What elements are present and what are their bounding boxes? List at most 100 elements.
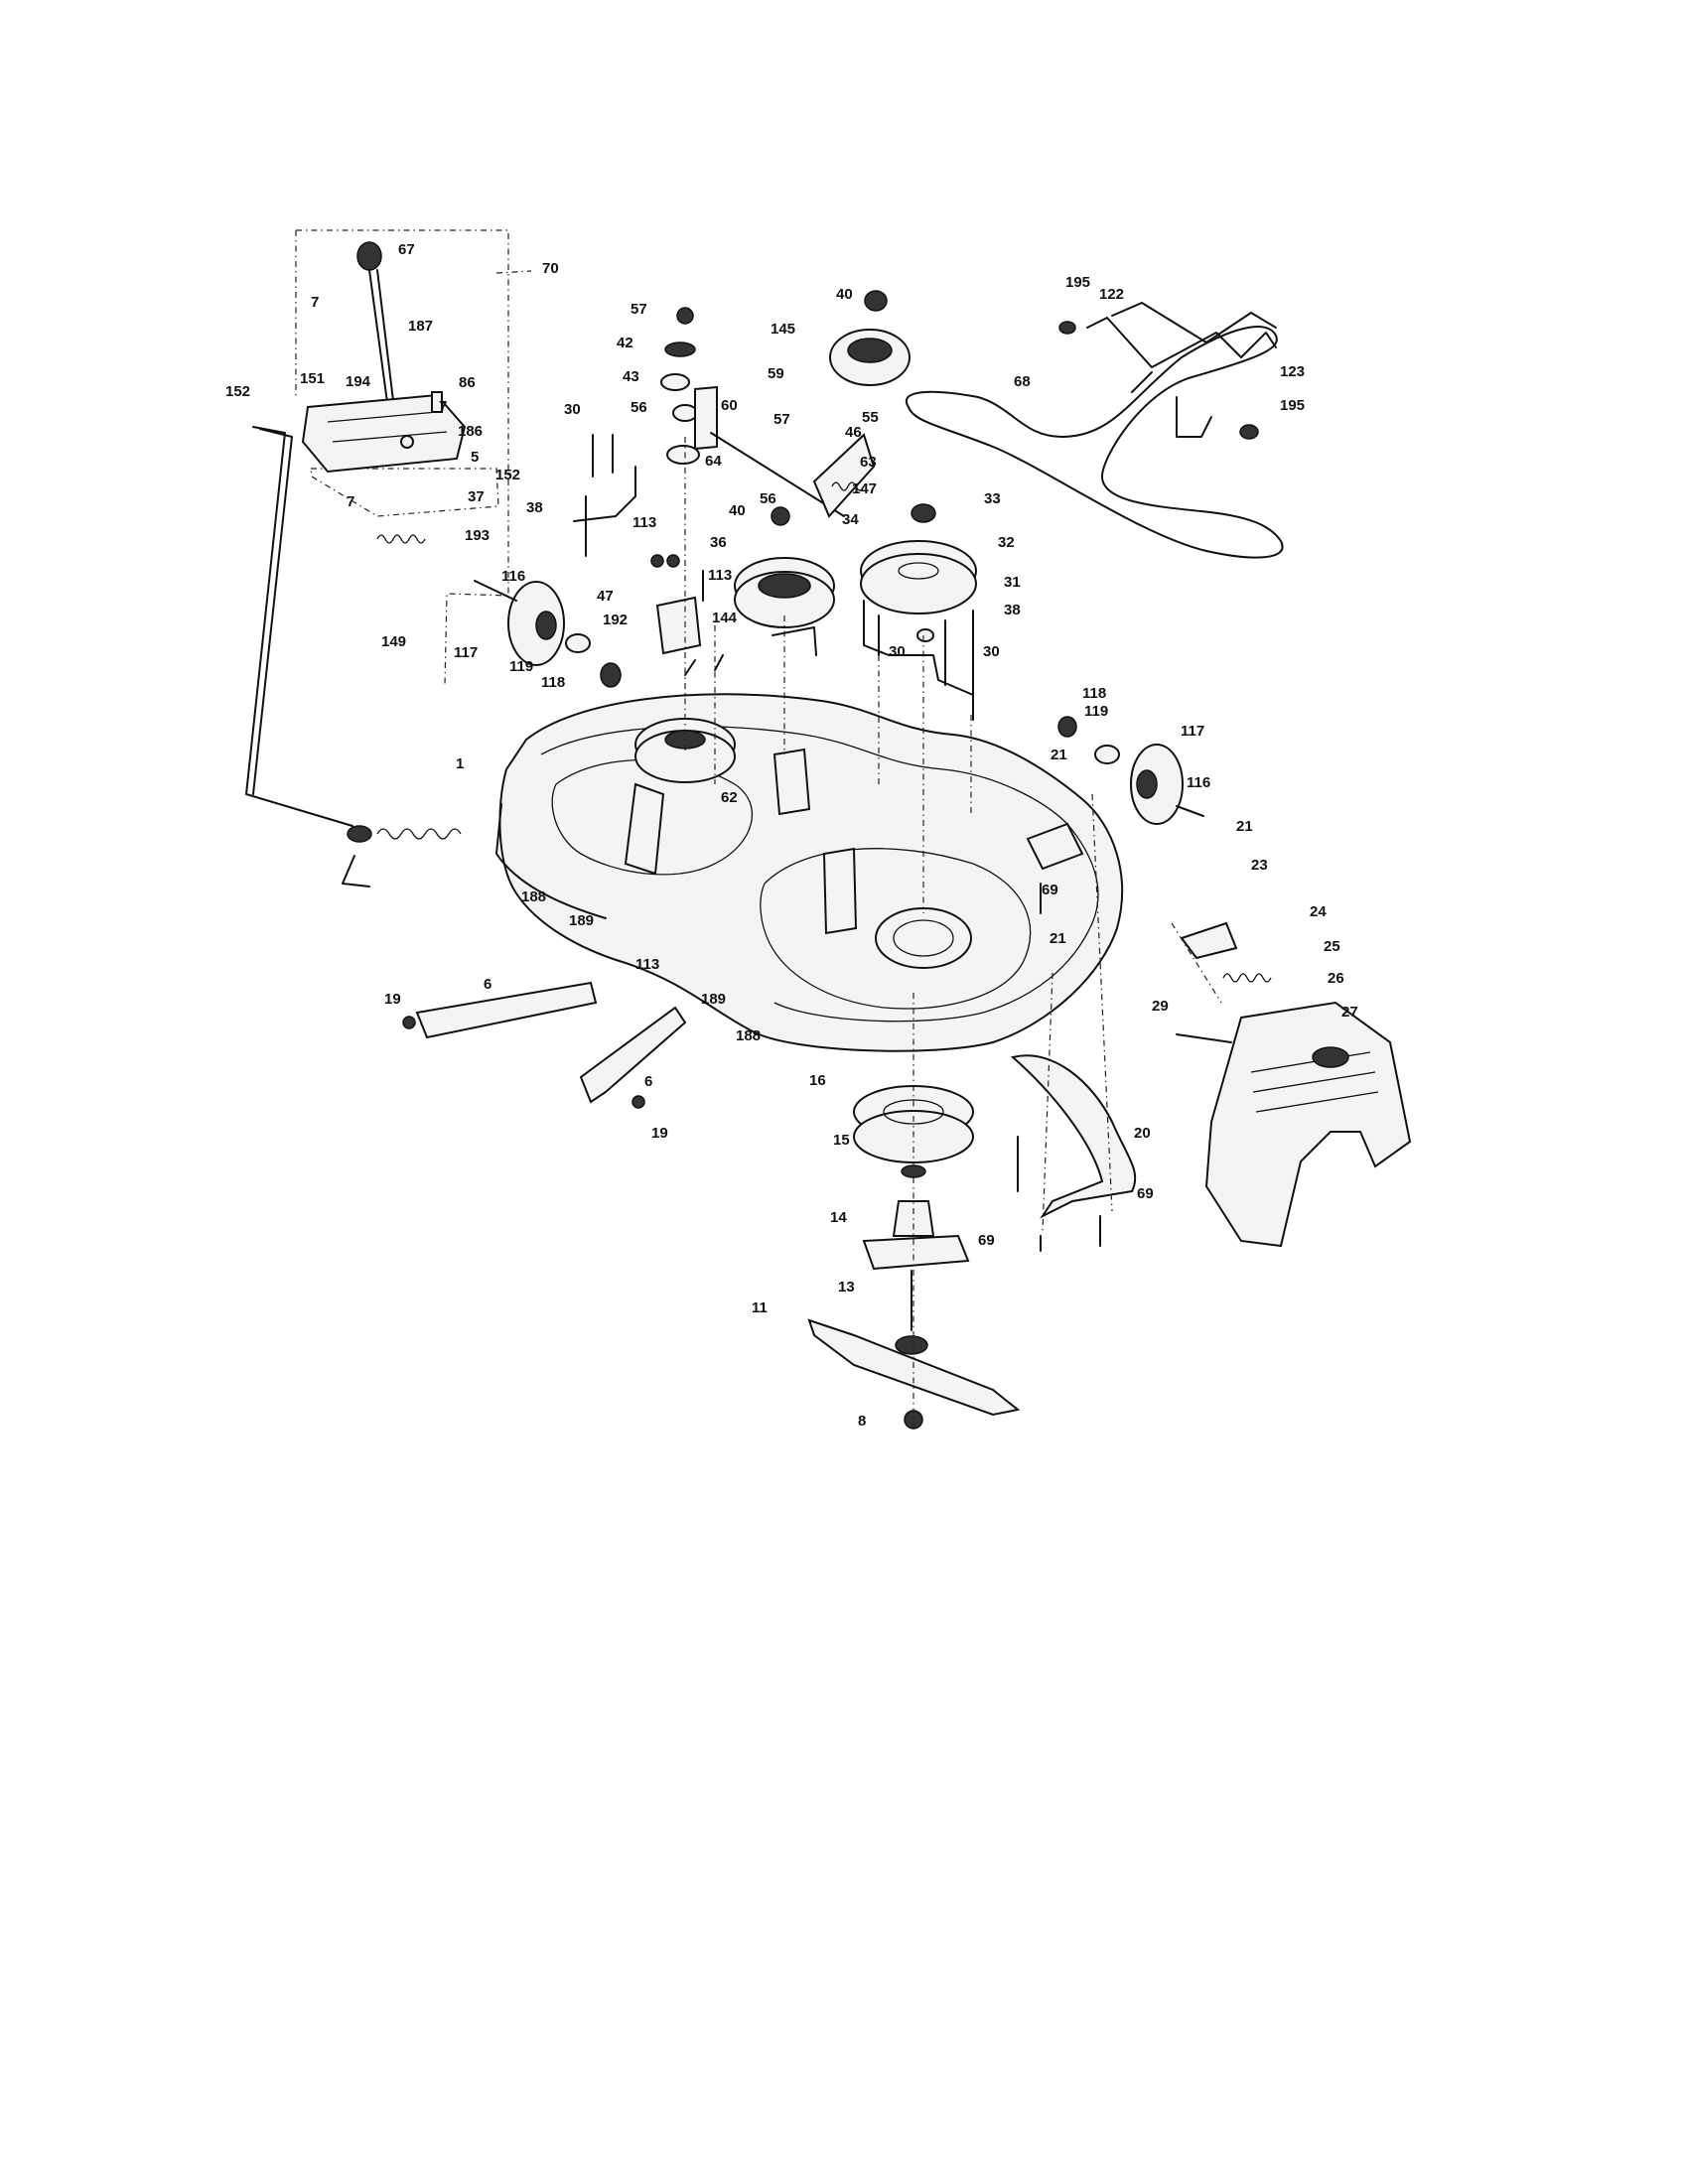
part-callout: 32 <box>998 534 1015 551</box>
part-callout: 64 <box>705 453 722 470</box>
part-callout: 152 <box>495 467 520 483</box>
part-callout: 30 <box>983 643 1000 660</box>
mower-deck-housing <box>495 654 1124 1052</box>
part-callout: 187 <box>408 318 433 335</box>
lift-link-rod <box>245 426 462 887</box>
part-callout: 13 <box>838 1279 855 1296</box>
blade-spindle-stack <box>807 993 1021 1430</box>
part-callout: 69 <box>1042 882 1058 898</box>
part-callout: 195 <box>1065 274 1090 291</box>
idler-pulley-36 <box>734 506 835 628</box>
part-callout: 116 <box>1187 774 1210 791</box>
part-callout: 57 <box>631 301 647 318</box>
part-callout: 60 <box>721 397 738 414</box>
part-callout: 113 <box>632 514 656 531</box>
part-callout: 26 <box>1328 970 1344 987</box>
part-callout: 118 <box>1082 685 1106 702</box>
part-callout: 31 <box>1004 574 1021 591</box>
part-callout: 6 <box>484 976 491 993</box>
part-callout: 57 <box>773 411 790 428</box>
part-callout: 113 <box>635 956 659 973</box>
part-callout: 42 <box>617 335 633 351</box>
discharge-chute-assembly <box>1171 921 1412 1248</box>
part-callout: 119 <box>509 658 533 675</box>
part-callout: 19 <box>384 991 401 1008</box>
bolts-30 <box>878 614 974 721</box>
part-callout: 8 <box>858 1413 866 1430</box>
part-callout: 192 <box>603 612 628 628</box>
part-callout: 47 <box>597 588 614 605</box>
part-callout: 113 <box>708 567 732 584</box>
spindle-pulley-32 <box>860 503 977 642</box>
part-callout: 67 <box>398 241 415 258</box>
part-callout: 15 <box>833 1132 850 1149</box>
part-callout: 38 <box>526 499 543 516</box>
part-callout: 7 <box>439 398 447 415</box>
part-callout: 122 <box>1099 286 1124 303</box>
belt-guide <box>1058 302 1277 440</box>
part-callout: 116 <box>501 568 525 585</box>
part-callout: 38 <box>1004 602 1021 618</box>
part-callout: 188 <box>521 888 546 905</box>
part-callout: 119 <box>1084 703 1108 720</box>
idler-pulley-group <box>660 290 911 518</box>
part-callout: 24 <box>1310 903 1327 920</box>
part-callout: 117 <box>1181 723 1204 740</box>
part-callout: 40 <box>836 286 853 303</box>
part-callout: 25 <box>1324 938 1340 955</box>
part-callout: 69 <box>978 1232 995 1249</box>
part-callout: 70 <box>542 260 559 277</box>
part-callout: 29 <box>1152 998 1169 1015</box>
part-callout: 69 <box>1137 1185 1154 1202</box>
part-callout: 7 <box>347 493 354 510</box>
part-callout: 14 <box>830 1209 847 1226</box>
part-callout: 36 <box>710 534 727 551</box>
deck-lift-handle <box>301 241 467 474</box>
part-callout: 68 <box>1014 373 1031 390</box>
part-callout: 144 <box>712 610 738 626</box>
part-callout: 21 <box>1050 930 1066 947</box>
part-callout: 6 <box>644 1073 652 1090</box>
part-callout: 27 <box>1341 1004 1358 1021</box>
bolts-69 <box>1017 883 1101 1252</box>
gauge-wheel-left <box>474 580 622 688</box>
bolt-rod-left <box>573 434 636 557</box>
part-callout: 20 <box>1134 1125 1151 1142</box>
part-callout: 11 <box>752 1299 768 1316</box>
part-callout: 189 <box>569 912 594 929</box>
part-callout: 30 <box>889 643 906 660</box>
part-callout: 86 <box>459 374 476 391</box>
rod-38-right <box>863 600 974 696</box>
part-callout: 188 <box>736 1027 761 1044</box>
part-callout: 21 <box>1051 747 1067 763</box>
deck-brackets-6 <box>402 981 687 1109</box>
part-callout: 23 <box>1251 857 1268 874</box>
part-callout: 117 <box>454 644 478 661</box>
part-callout: 186 <box>458 423 483 440</box>
part-callout: 1 <box>456 755 464 772</box>
gauge-wheel-right <box>1057 716 1204 825</box>
part-callout: 37 <box>468 488 485 505</box>
part-callout: 40 <box>729 502 746 519</box>
part-callout: 30 <box>564 401 581 418</box>
part-callout: 62 <box>721 789 738 806</box>
part-callout: 195 <box>1280 397 1305 414</box>
part-callout: 63 <box>860 454 877 471</box>
part-callout: 19 <box>651 1125 668 1142</box>
part-callout: 56 <box>760 490 776 507</box>
part-callout: 193 <box>465 527 490 544</box>
part-callout: 33 <box>984 490 1001 507</box>
bracket-47 <box>650 554 704 655</box>
part-callout: 7 <box>311 294 319 311</box>
part-callout: 152 <box>225 383 250 400</box>
part-callout: 55 <box>862 409 879 426</box>
part-callout: 151 <box>300 370 325 387</box>
control-assembly-box <box>295 229 532 686</box>
part-callout: 5 <box>471 449 479 466</box>
part-callout: 43 <box>623 368 639 385</box>
alignment-guides <box>684 437 1113 1232</box>
part-callout: 123 <box>1280 363 1305 380</box>
